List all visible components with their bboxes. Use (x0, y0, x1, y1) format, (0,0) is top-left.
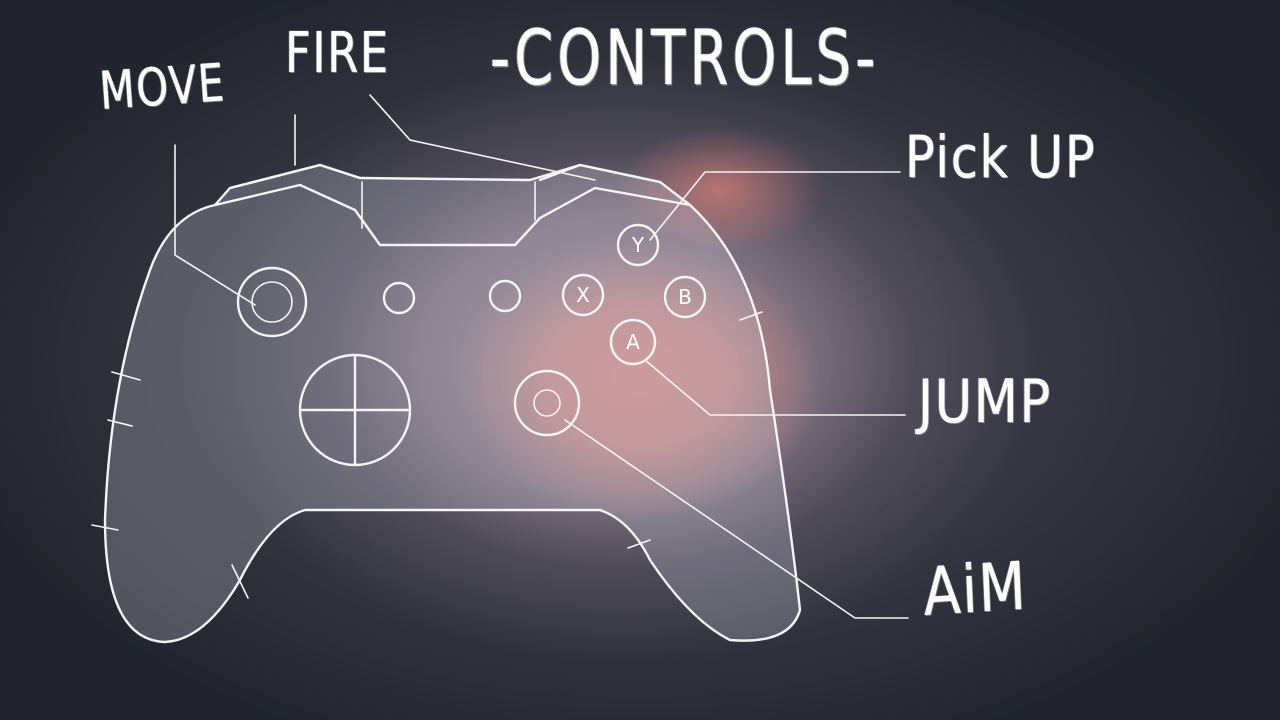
pickup-leader-line (649, 171, 901, 241)
right-stick-icon (513, 369, 581, 437)
a-button: A (609, 318, 657, 366)
view-button (382, 281, 416, 315)
move-leader-line (174, 144, 256, 306)
b-button: B (663, 275, 707, 319)
svg-text:A: A (626, 330, 640, 354)
aim-leader-line (564, 419, 909, 619)
jump-label: JUMP (918, 367, 1052, 437)
tick-mark (107, 419, 133, 427)
jump-leader-line (644, 359, 906, 416)
svg-text:Y: Y (631, 233, 645, 257)
page-title: -CONTROLS- (490, 15, 880, 103)
tick-mark (739, 311, 763, 321)
aim-label: AiM (921, 547, 1029, 631)
x-button: X (561, 273, 605, 317)
tick-mark (111, 371, 141, 381)
tick-mark (231, 564, 249, 599)
svg-text:B: B (678, 285, 692, 309)
bumper-ridge (213, 183, 692, 247)
right-bumper (538, 163, 662, 184)
dpad-icon (298, 353, 412, 467)
y-button: Y (616, 223, 660, 267)
fire-label: FIRE (285, 21, 390, 86)
move-label: MOVE (97, 53, 228, 122)
controller-icon (103, 163, 802, 644)
svg-text:X: X (576, 283, 590, 307)
pick-up-label: Pick UP (905, 123, 1097, 191)
left-bumper (228, 163, 362, 190)
tick-mark (627, 539, 651, 549)
tick-mark (91, 524, 119, 531)
left-stick-icon (236, 266, 308, 338)
fire-leader-line-right (369, 94, 596, 181)
menu-button (488, 279, 522, 313)
